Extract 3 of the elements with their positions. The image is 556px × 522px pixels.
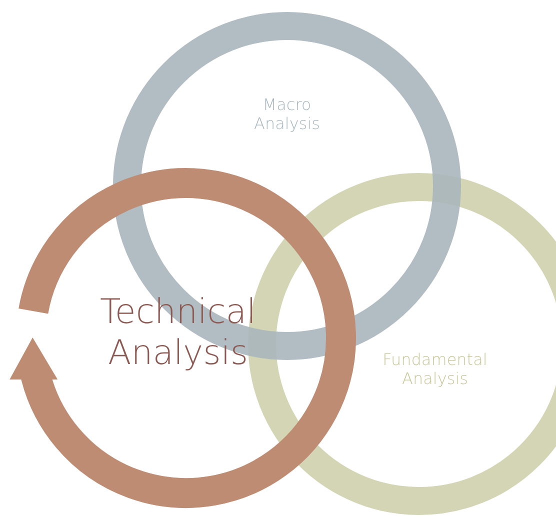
ring-label: Technical Analysis [98,292,258,374]
ring-label: Fundamental Analysis [382,350,488,388]
ring-label: Macro Analysis [253,94,321,134]
